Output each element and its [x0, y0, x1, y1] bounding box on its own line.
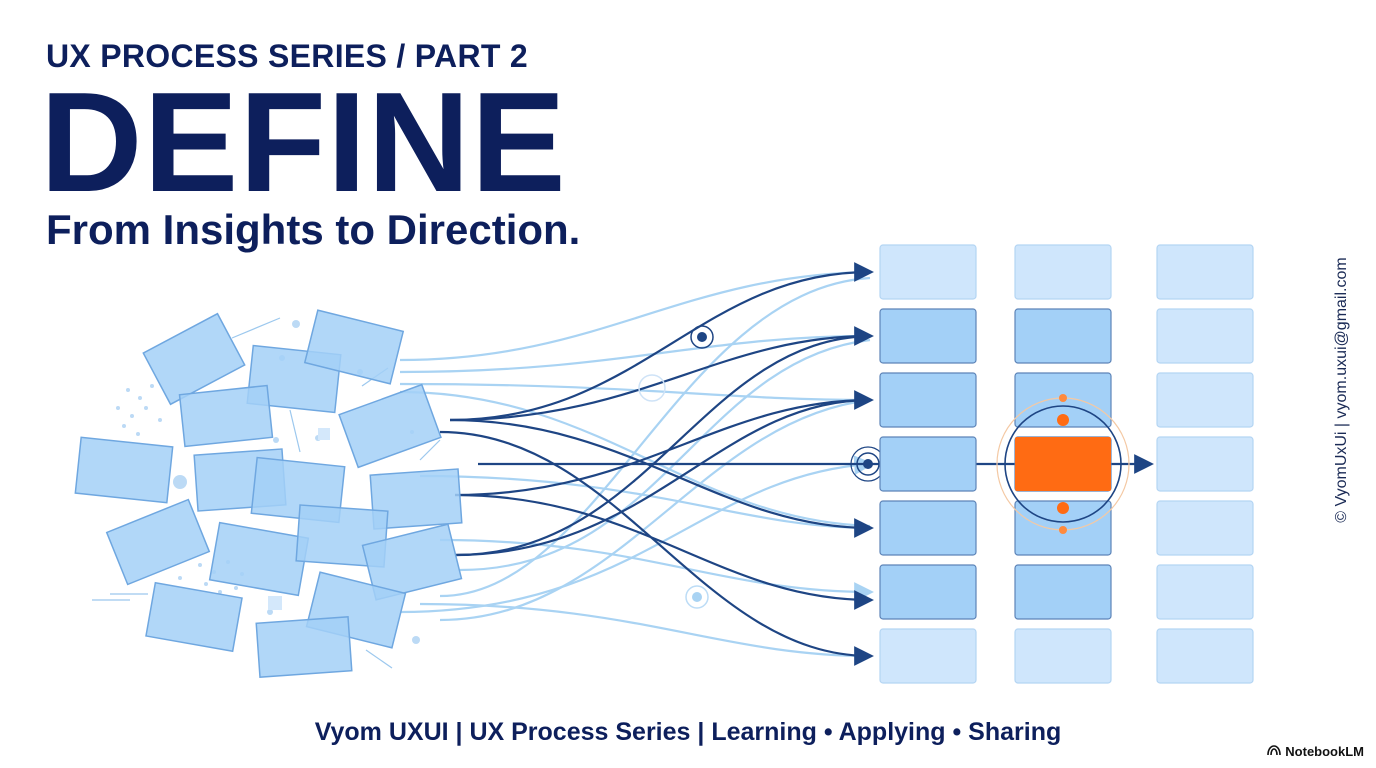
grid-cell: [879, 500, 977, 556]
grid-cell: [879, 372, 977, 428]
structured-grid: [879, 244, 1254, 684]
grid-cell: [879, 436, 977, 492]
notebooklm-logo-icon: [1267, 744, 1282, 759]
brand-label: NotebookLM: [1285, 744, 1364, 759]
grid-cell: [1156, 372, 1254, 428]
scatter-connector-lines: [92, 317, 441, 669]
flow-node-markers: [638, 325, 886, 609]
grid-cell: [1014, 564, 1112, 620]
grid-cell: [879, 628, 977, 684]
scattered-insight-cards: [74, 309, 463, 678]
grid-cell: [879, 564, 977, 620]
focus-highlight: [996, 394, 1130, 534]
grid-cell: [879, 308, 977, 364]
grid-cell: [1014, 308, 1112, 364]
grid-cell: [1156, 628, 1254, 684]
grid-cell: [1156, 564, 1254, 620]
grid-cell: [1156, 308, 1254, 364]
grid-cell: [879, 244, 977, 300]
copyright-credit: © VyomUxUi | vyom.uxui@gmail.com: [1333, 257, 1350, 523]
grid-cell: [1014, 628, 1112, 684]
footer-tagline: Vyom UXUI | UX Process Series | Learning…: [314, 718, 1062, 746]
grid-cell: [1156, 244, 1254, 300]
page-title: DEFINE: [40, 63, 567, 222]
series-label: UX PROCESS SERIES / PART 2: [46, 38, 528, 74]
notebooklm-brand: NotebookLM: [1267, 744, 1364, 759]
grid-cell: [1156, 436, 1254, 492]
page-subtitle: From Insights to Direction.: [46, 206, 581, 253]
highlighted-cell: [1015, 437, 1111, 491]
grid-cell: [1156, 500, 1254, 556]
grid-cell: [1014, 244, 1112, 300]
